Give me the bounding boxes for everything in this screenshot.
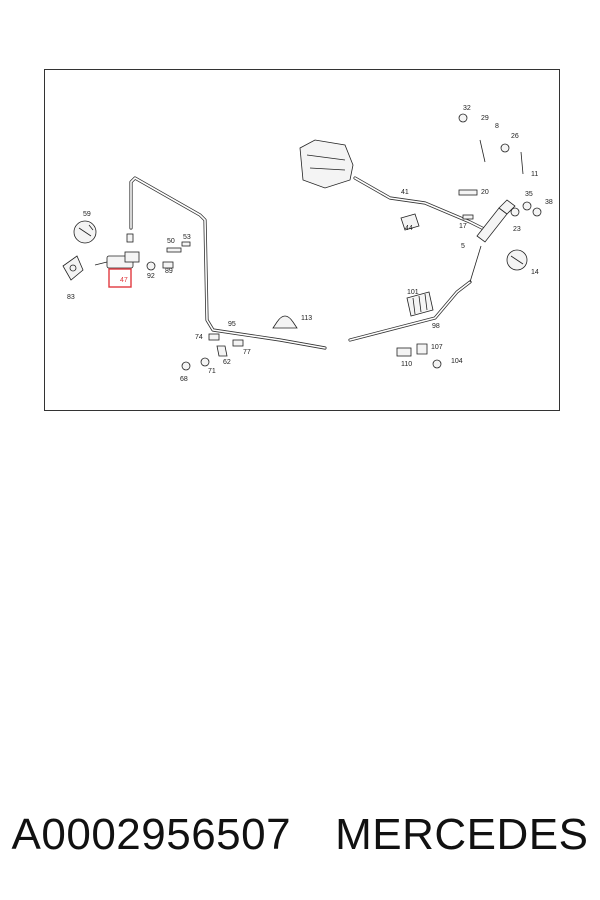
callout-26: 26 bbox=[511, 133, 519, 140]
callout-77: 77 bbox=[243, 349, 251, 356]
callout-8: 8 bbox=[495, 123, 499, 130]
callout-47: 47 bbox=[120, 277, 128, 284]
fitting-cluster-left bbox=[126, 233, 191, 271]
callout-98: 98 bbox=[432, 323, 440, 330]
caption: A0002956507 MERCEDES bbox=[0, 800, 600, 870]
callout-110: 110 bbox=[401, 361, 412, 368]
callout-29: 29 bbox=[481, 115, 489, 122]
callout-41: 41 bbox=[401, 189, 409, 196]
callout-74: 74 bbox=[195, 334, 203, 341]
reservoir bbox=[299, 139, 354, 189]
lower-parts bbox=[181, 333, 442, 371]
fitting-cluster-right bbox=[458, 113, 542, 220]
callout-50: 50 bbox=[167, 238, 175, 245]
callout-44: 44 bbox=[405, 225, 413, 232]
slave-cylinder bbox=[469, 199, 516, 283]
callout-17: 17 bbox=[459, 223, 467, 230]
callout-83: 83 bbox=[67, 294, 75, 301]
callout-89: 89 bbox=[165, 268, 173, 275]
callout-32: 32 bbox=[463, 105, 471, 112]
callout-59: 59 bbox=[83, 211, 91, 218]
callout-107: 107 bbox=[431, 344, 443, 351]
callout-14: 14 bbox=[531, 269, 539, 276]
highlight-box bbox=[108, 268, 132, 288]
callout-113: 113 bbox=[301, 315, 312, 322]
exploded-view: 32 29 8 26 11 41 20 35 38 44 17 23 5 14 59 53 50 92 89 83 47… bbox=[62, 105, 553, 383]
callout-35: 35 bbox=[525, 191, 533, 198]
gasket bbox=[62, 255, 84, 281]
callout-23: 23 bbox=[513, 226, 521, 233]
part-number: A0002956507 bbox=[11, 810, 292, 859]
callout-92: 92 bbox=[147, 273, 155, 280]
rubber-boot-44 bbox=[400, 213, 420, 231]
master-cylinder bbox=[94, 251, 140, 269]
callout-20: 20 bbox=[481, 189, 489, 196]
callout-11: 11 bbox=[531, 171, 538, 178]
clamp bbox=[272, 315, 298, 329]
rubber-boot-101 bbox=[406, 291, 434, 317]
callout-101: 101 bbox=[407, 289, 419, 296]
callout-71: 71 bbox=[208, 368, 216, 375]
wrench-icon-14 bbox=[506, 249, 528, 271]
callout-labels: 32 29 8 26 11 41 20 35 38 44 17 23 5 14 59 53 50 92 89 83 47… bbox=[67, 105, 553, 383]
callout-62: 62 bbox=[223, 359, 231, 366]
callout-5: 5 bbox=[461, 243, 465, 250]
callout-38: 38 bbox=[545, 199, 553, 206]
parts-diagram: 32 29 8 26 11 41 20 35 38 44 17 23 5 14 59 53 50 92 89 83 47… bbox=[44, 69, 560, 411]
callout-95: 95 bbox=[228, 321, 236, 328]
wrench-icon bbox=[73, 220, 97, 244]
callout-104: 104 bbox=[451, 358, 463, 365]
callout-68: 68 bbox=[180, 376, 188, 383]
brand-name: MERCEDES bbox=[335, 810, 589, 859]
callout-53: 53 bbox=[183, 234, 191, 241]
